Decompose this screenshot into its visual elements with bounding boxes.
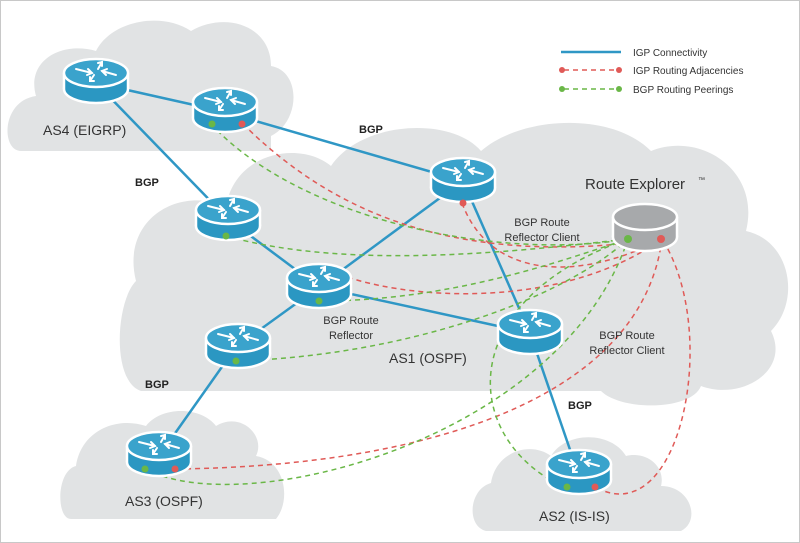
peer-as4r2-explorer	[210, 123, 629, 246]
rrc-right-label-line2: Reflector Client	[589, 345, 664, 357]
adj-as4r2-explorer	[242, 123, 663, 248]
as4-label: AS4 (EIGRP)	[43, 122, 126, 138]
bgp-endpoint-dot	[315, 297, 323, 305]
adj-rr-explorer	[330, 238, 663, 295]
bgp-endpoint-dot	[222, 232, 230, 240]
legend-igp-connectivity-label: IGP Connectivity	[633, 48, 707, 59]
adj-as3-explorer	[176, 238, 663, 470]
legend-bgp-dot-right	[616, 86, 622, 92]
router-as1-left-top[interactable]	[194, 194, 262, 242]
route-explorer-label: Route Explorer	[585, 176, 685, 193]
bgp-label-top: BGP	[359, 124, 383, 136]
link-as4r1-as1-left-top	[95, 82, 229, 220]
legend-igp-adjacency-label: IGP Routing Adjacencies	[633, 66, 743, 77]
bgp-label-right: BGP	[568, 400, 592, 412]
cloud-as1	[119, 122, 789, 406]
peer-rr-explorer	[318, 238, 629, 302]
link-as4r2-rrc-top	[220, 109, 464, 183]
igp-endpoint-dot	[657, 235, 665, 243]
igp-endpoint-dot	[459, 199, 467, 207]
rrc-right-label-line1: BGP Route	[599, 330, 654, 342]
router-as3-r1[interactable]	[125, 430, 193, 478]
router-as2-r1[interactable]	[545, 448, 613, 496]
rr-label-line2: Reflector	[329, 330, 373, 342]
igp-endpoint-dot	[171, 465, 179, 473]
igp-adjacencies	[176, 123, 691, 495]
router-as1-left-bottom[interactable]	[204, 322, 272, 370]
trademark-mark: ™	[698, 177, 705, 184]
bgp-endpoint-dot	[624, 235, 632, 243]
bgp-endpoint-dot	[208, 120, 216, 128]
bgp-endpoint-dot	[141, 465, 149, 473]
router-as1-rr[interactable]	[285, 262, 353, 310]
legend-bgp-peering-label: BGP Routing Peerings	[633, 85, 733, 96]
rr-label-line1: BGP Route	[323, 315, 378, 327]
as1-label: AS1 (OSPF)	[389, 350, 467, 366]
peer-as1-left-top-explorer	[225, 235, 629, 257]
router-as4-r2[interactable]	[191, 86, 259, 134]
legend: IGP Connectivity IGP Routing Adjacencies…	[559, 48, 743, 96]
igp-endpoint-dot	[238, 120, 246, 128]
route-explorer-appliance[interactable]	[611, 202, 679, 253]
bgp-endpoint-dot	[232, 357, 240, 365]
router-as1-rrc-top[interactable]	[429, 156, 497, 207]
as3-label: AS3 (OSPF)	[125, 493, 203, 509]
bgp-peerings	[145, 123, 629, 489]
router-as1-rrc-right[interactable]	[496, 308, 564, 356]
peer-as2-explorer	[489, 238, 629, 489]
link-rr-rrc-right	[318, 285, 531, 335]
legend-bgp-dot-left	[559, 86, 565, 92]
as2-label: AS2 (IS-IS)	[539, 508, 610, 524]
legend-igp-dot-left	[559, 67, 565, 73]
legend-igp-dot-right	[616, 67, 622, 73]
rrc-top-label-line2: Reflector Client	[504, 232, 579, 244]
bgp-label-left: BGP	[135, 177, 159, 189]
bgp-endpoint-dot	[563, 483, 571, 491]
rrc-top-label-line1: BGP Route	[514, 217, 569, 229]
peer-as3-explorer	[145, 238, 629, 486]
igp-endpoint-dot	[591, 483, 599, 491]
router-as4-r1[interactable]	[62, 57, 130, 105]
adj-rrc-top-explorer	[461, 202, 663, 268]
peer-as1-left-bottom-explorer	[235, 238, 629, 362]
bgp-label-lower-left: BGP	[145, 379, 169, 391]
